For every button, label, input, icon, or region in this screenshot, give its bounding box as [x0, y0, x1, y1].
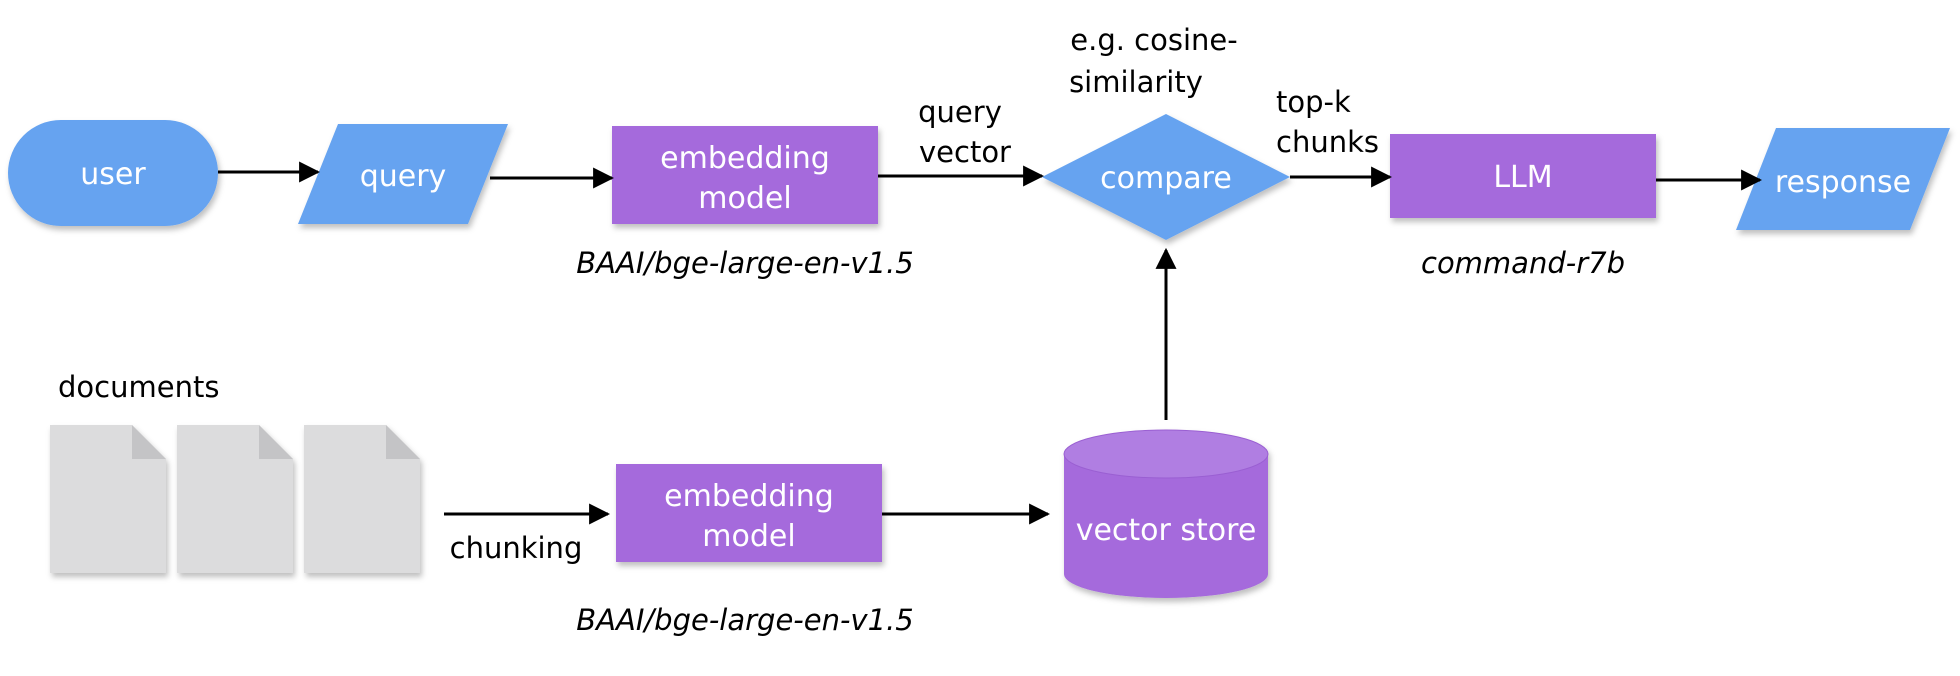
embedding-model-bottom-line2: model [702, 519, 795, 554]
documents-label: documents [58, 370, 219, 404]
topk-label-line1: top-k [1276, 85, 1351, 119]
vector-store-node [1063, 429, 1269, 598]
query-label: query [360, 159, 447, 194]
vector-store-body [1064, 454, 1268, 598]
llm-model-name: command-r7b [1421, 246, 1625, 280]
cosine-label-line1: e.g. cosine- [1070, 23, 1237, 57]
chunking-label: chunking [450, 531, 583, 565]
vector-store-top [1063, 429, 1269, 479]
embedding-model-top-line2: model [698, 181, 791, 216]
document-icon [50, 425, 166, 573]
embedding-model-bottom-name: BAAI/bge-large-en-v1.5 [576, 603, 913, 637]
llm-label: LLM [1493, 160, 1552, 195]
query-vector-label-line2: vector [919, 135, 1011, 169]
user-node: user [8, 120, 218, 226]
compare-shape [1042, 114, 1290, 240]
response-shape [1736, 128, 1950, 230]
embedding-model-top-node: embedding model [612, 126, 878, 224]
query-node: query [298, 124, 508, 224]
topk-label-line2: chunks [1276, 125, 1379, 159]
embedding-model-bottom-line1: embedding [664, 479, 834, 514]
embedding-model-top-name: BAAI/bge-large-en-v1.5 [576, 246, 913, 280]
llm-shape [1390, 134, 1656, 218]
cosine-label-line2: similarity [1069, 65, 1203, 99]
embedding-model-top-line1: embedding [660, 141, 830, 176]
embedding-model-bottom-node: embedding model [616, 464, 882, 562]
response-label: response [1775, 165, 1911, 200]
compare-node: compare [1042, 114, 1290, 240]
document-icon [177, 425, 293, 573]
compare-label: compare [1100, 161, 1232, 196]
user-label: user [80, 157, 146, 192]
query-vector-label-line1: query [918, 95, 1002, 129]
document-icon [304, 425, 420, 573]
embedding-model-bottom-shape [616, 464, 882, 562]
embedding-model-top-shape [612, 126, 878, 224]
query-shape [298, 124, 508, 224]
vector-store-label: vector store [1076, 513, 1257, 548]
user-shape [8, 120, 218, 226]
llm-node: LLM [1390, 134, 1656, 218]
response-node: response [1736, 128, 1950, 230]
